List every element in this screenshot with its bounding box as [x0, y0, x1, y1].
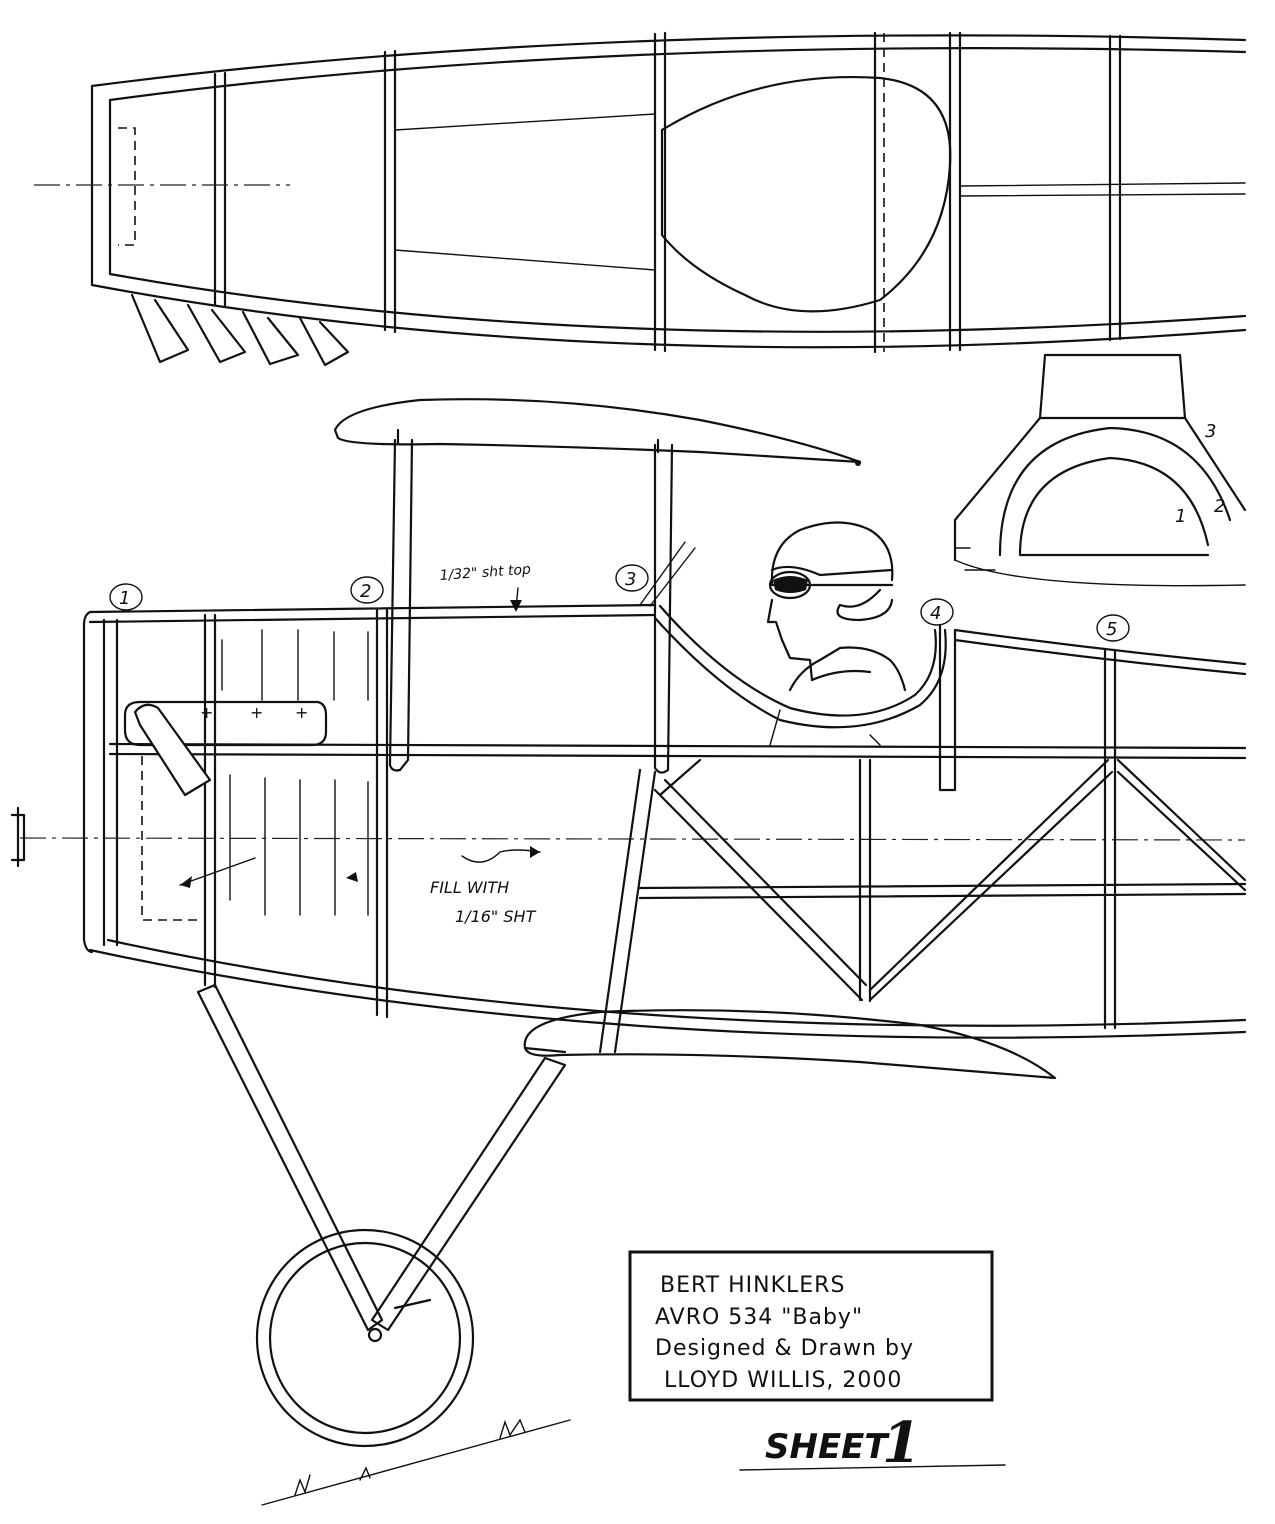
station-label-2: 2: [360, 581, 371, 602]
svg-text:+: +: [200, 703, 213, 722]
undercarriage: [196, 983, 571, 1506]
svg-text:+: +: [295, 703, 308, 722]
note-fill-line2: 1/16" SHT: [455, 907, 537, 926]
cowling-front-view: [953, 353, 1247, 587]
cowl-label-2: 2: [1214, 496, 1225, 517]
station-label-4: 4: [930, 603, 941, 624]
pilot-figure: [766, 521, 907, 746]
title-line-3: Designed & Drawn by: [655, 1336, 914, 1361]
station-label-5: 5: [1106, 619, 1117, 640]
title-line-4: LLOYD WILLIS, 2000: [664, 1368, 902, 1393]
note-top-sheeting: 1/32" sht top: [439, 562, 531, 584]
note-fill-line1: FILL WITH: [430, 878, 509, 897]
upper-wing-airfoil: [333, 398, 862, 466]
fuselage-top-view: [34, 31, 1247, 367]
station-label-1: 1: [119, 588, 130, 609]
sheet-label: SHEET 1: [739, 1410, 1006, 1476]
fuselage-side-view: + + +: [10, 428, 1247, 1080]
cowl-label-3: 3: [1205, 421, 1216, 442]
station-markers: 1 2 3 4 5 3 2 1: [109, 421, 1225, 642]
drawing-notes: 1/32" sht top FILL WITH 1/16" SHT: [430, 562, 537, 926]
title-block: BERT HINKLERS AVRO 534 "Baby" Designed &…: [628, 1250, 994, 1402]
sheet-number: 1: [882, 1410, 921, 1476]
station-label-3: 3: [625, 569, 636, 590]
svg-text:+: +: [250, 703, 263, 722]
title-line-1: BERT HINKLERS: [660, 1273, 845, 1298]
title-line-2: AVRO 534 "Baby": [655, 1305, 863, 1330]
cowl-label-1: 1: [1175, 506, 1186, 527]
sheet-label-text: SHEET: [765, 1427, 890, 1467]
